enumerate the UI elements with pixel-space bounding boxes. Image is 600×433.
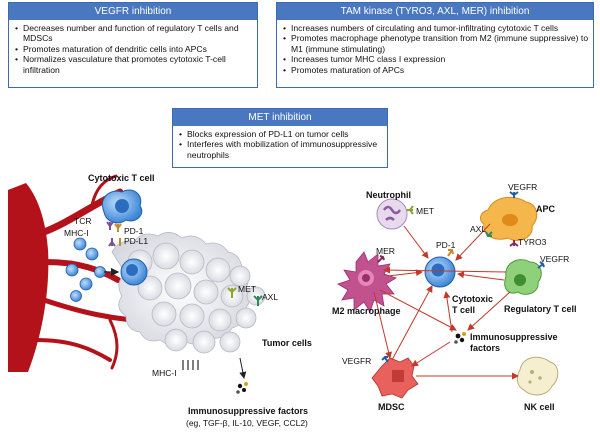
- infiltrating-t-cell: [120, 258, 148, 286]
- tam-inhibition-list: Increases numbers of circulating and tum…: [277, 20, 593, 78]
- list-item: Decreases number and function of regulat…: [15, 23, 253, 44]
- immunosuppressive-label: Immunosuppressive: [470, 332, 558, 342]
- list-item: Normalizes vasculature that promotes cyt…: [15, 54, 253, 75]
- tam-inhibition-title: TAM kinase (TYRO3, AXL, MER) inhibition: [277, 3, 593, 20]
- met-inhibition-list: Blocks expression of PD-L1 on tumor cell…: [173, 126, 387, 163]
- tcr-label: TCR: [74, 216, 91, 226]
- tam-inhibition-box: TAM kinase (TYRO3, AXL, MER) inhibition …: [276, 2, 594, 88]
- m2-macrophage-icon: [337, 251, 397, 313]
- axl-label-right: AXL: [470, 224, 486, 234]
- met-inhibition-box: MET inhibition Blocks expression of PD-L…: [172, 108, 388, 168]
- mer-label: MER: [376, 246, 395, 256]
- tyro3-label: TYRO3: [518, 237, 547, 247]
- axl-label-left: AXL: [262, 292, 278, 302]
- met-receptor-right-icon: [407, 205, 414, 215]
- met-receptor-left-icon: [227, 287, 237, 298]
- met-label-left: MET: [238, 284, 256, 294]
- tyro3-receptor-icon: [509, 240, 519, 247]
- vegfr-receptor-treg-icon: [537, 261, 545, 269]
- list-item: Increases numbers of circulating and tum…: [283, 23, 589, 34]
- immunosuppressive-factors-left-icon: [236, 357, 248, 394]
- factors-label: factors: [470, 343, 500, 353]
- immunosuppressive-factors-right-icon: [454, 332, 466, 344]
- vegfr-mdsc-label: VEGFR: [342, 356, 371, 366]
- mhc-i-receptors-bottom: [182, 360, 199, 370]
- list-item: Promotes maturation of dendritic cells i…: [15, 44, 253, 55]
- apc-label: APC: [536, 204, 556, 214]
- immunosuppressive-factors-examples: (eg, TGF-β, IL-10, VEGF, CCL2): [186, 418, 308, 428]
- nk-cell-icon: [516, 356, 559, 396]
- vegfr-receptor-apc-icon: [509, 191, 519, 198]
- cytotoxic-t-cell-icon: [102, 189, 143, 224]
- m2-macrophage-label: M2 macrophage: [332, 306, 401, 316]
- vegfr-apc-label: VEGFR: [508, 182, 537, 192]
- apc-icon: [480, 196, 538, 241]
- mhc-i-label: MHC-I: [64, 228, 89, 238]
- axl-receptor-left-icon: [253, 295, 263, 306]
- met-inhibition-title: MET inhibition: [173, 109, 387, 126]
- list-item: Interferes with mobilization of immunosu…: [179, 139, 383, 160]
- receptor-icons-left: [106, 221, 122, 247]
- mer-receptor-icon: [377, 255, 385, 263]
- mdsc-label: MDSC: [378, 402, 405, 412]
- mhc-i-bottom-label: MHC-I: [152, 368, 177, 378]
- cytotoxic-t-cell-center-icon: [424, 256, 456, 288]
- cytotoxic-t-cell-label: Cytotoxic T cell: [88, 173, 155, 183]
- immunosuppressive-factors-left-label: Immunosuppressive factors: [188, 406, 308, 416]
- list-item: Blocks expression of PD-L1 on tumor cell…: [179, 129, 383, 140]
- pd1-label: PD-1: [124, 226, 144, 236]
- pd1-label-right: PD-1: [436, 240, 456, 250]
- axl-receptor-right-icon: [485, 231, 493, 237]
- cytotoxic-label: Cytotoxic: [452, 294, 493, 304]
- interaction-arrows: [373, 223, 519, 380]
- vegfr-inhibition-box: VEGFR inhibition Decreases number and fu…: [8, 2, 258, 88]
- list-item: Increases tumor MHC class I expression: [283, 54, 589, 65]
- vegfr-treg-label: VEGFR: [540, 254, 569, 264]
- vegfr-receptor-mdsc-icon: [381, 356, 389, 363]
- list-item: Promotes macrophage phenotype transition…: [283, 33, 589, 54]
- neutrophil-icon: [376, 198, 408, 230]
- regulatory-t-cell-label: Regulatory T cell: [504, 304, 577, 314]
- t-cell-label: T cell: [452, 305, 475, 315]
- regulatory-t-cell-icon: [504, 259, 542, 295]
- tumor-cells-label: Tumor cells: [262, 338, 312, 348]
- pd1-receptor-right-icon: [447, 249, 454, 257]
- vegfr-inhibition-list: Decreases number and function of regulat…: [9, 20, 257, 78]
- list-item: Promotes maturation of APCs: [283, 65, 589, 76]
- pdl1-label: PD-L1: [124, 236, 148, 246]
- vessel-t-cells: [65, 237, 106, 302]
- vegfr-inhibition-title: VEGFR inhibition: [9, 3, 257, 20]
- nk-cell-label: NK cell: [524, 402, 555, 412]
- mdsc-icon: [371, 357, 419, 399]
- neutrophil-label: Neutrophil: [366, 190, 411, 200]
- met-label-right: MET: [416, 206, 434, 216]
